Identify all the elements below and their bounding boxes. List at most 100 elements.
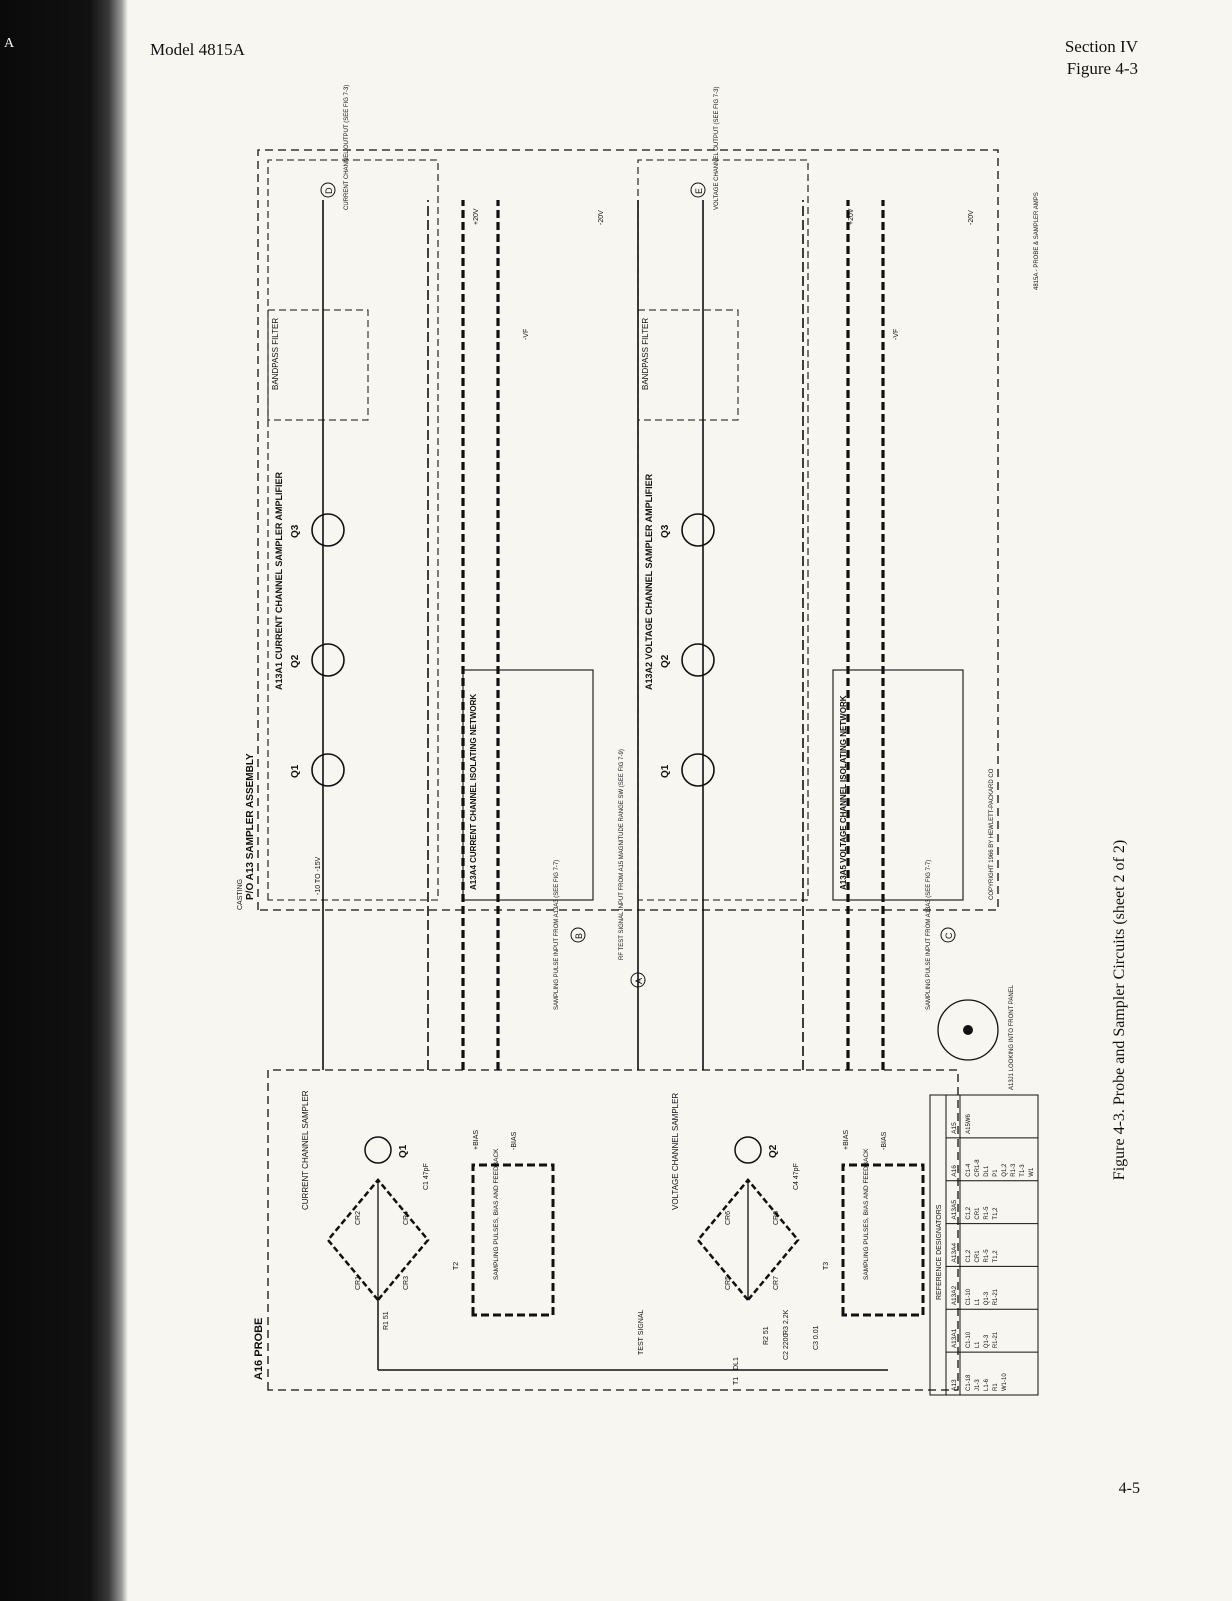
cr1-label: CR1 xyxy=(355,1276,362,1290)
output-d: D CURRENT CHANNEL OUTPUT (SEE FIG 7-3) xyxy=(320,85,350,210)
output-d-label: CURRENT CHANNEL OUTPUT (SEE FIG 7-3) xyxy=(344,85,350,210)
ref-table-header: A13A5 xyxy=(951,1200,958,1220)
probe-q1-symbol xyxy=(364,1136,392,1164)
ref-table-cell: Q1-3 xyxy=(984,1334,990,1348)
a13a2-q3-symbol xyxy=(681,513,715,547)
ref-table-cell: W1 xyxy=(1029,1167,1035,1177)
output-e-label: VOLTAGE CHANNEL OUTPUT (SEE FIG 7-3) xyxy=(714,87,720,210)
cr4-label: CR4 xyxy=(403,1211,410,1225)
input-b-letter: B xyxy=(574,933,584,939)
ref-table-cell: A15W6 xyxy=(966,1114,972,1134)
ref-table-title: REFERENCE DESIGNATORS xyxy=(936,1204,943,1300)
a13a1-title: A13A1 CURRENT CHANNEL SAMPLER AMPLIFIER xyxy=(274,471,284,690)
probe-r3-label: R3 2.2K xyxy=(783,1309,790,1335)
cr5-label: CR5 xyxy=(725,1276,732,1290)
assembly-box xyxy=(257,149,999,911)
input-a-letter: A xyxy=(634,978,644,984)
a13j1-connector: A13J1 LOOKING INTO FRONT PANEL xyxy=(937,984,1015,1090)
a13a2-q2-label: Q2 xyxy=(660,654,671,668)
input-b-label: SAMPLING PULSE INPUT FROM A13A3 (SEE FIG… xyxy=(554,860,560,1010)
ref-table-cell: P1 xyxy=(993,1169,999,1177)
bias-minus-label-2: -BIAS xyxy=(881,1131,888,1150)
edge-letter: A xyxy=(4,36,15,51)
voltage-sampler-bridge: CR5 CR6 CR7 CR8 VOLTAGE CHANNEL SAMPLER xyxy=(671,1093,800,1302)
ref-table-cell: Q1,2 xyxy=(1002,1163,1008,1177)
ref-table-cell: R1-21 xyxy=(993,1331,999,1348)
figure-label: Figure 4-3 xyxy=(1066,59,1138,78)
ref-table-cell: C1-18 xyxy=(966,1374,972,1391)
probe-q2-label: Q2 xyxy=(768,1144,779,1158)
cr6-label: CR6 xyxy=(725,1211,732,1225)
a13a1-range-label: -10 TO -15V xyxy=(315,856,322,895)
probe-r1-label: R1 51 xyxy=(383,1311,390,1330)
ref-table-cell: L1 xyxy=(975,1298,981,1305)
a13a1-q1-symbol xyxy=(311,753,345,787)
ref-table-cell: T1,2 xyxy=(993,1207,999,1220)
test-signal-label: TEST SIGNAL xyxy=(638,1310,645,1355)
output-e: E VOLTAGE CHANNEL OUTPUT (SEE FIG 7-3) xyxy=(690,87,720,210)
ref-table: REFERENCE DESIGNATORS A13A13A1A13A2A13A4… xyxy=(929,1094,1039,1396)
a13a4-box xyxy=(462,669,594,901)
ref-table-cell: C1-10 xyxy=(966,1331,972,1348)
bias-minus-label-1: -BIAS xyxy=(511,1131,518,1150)
probe-title: A16 PROBE xyxy=(253,1318,265,1380)
ref-table-cell: R1 xyxy=(993,1383,999,1391)
a13a2-q2-symbol xyxy=(681,643,715,677)
a13a1-q1-label: Q1 xyxy=(290,764,301,778)
copyright-text: COPYRIGHT 1966 BY HEWLETT-PACKARD CO xyxy=(989,768,995,900)
ref-table-header: A13A1 xyxy=(951,1328,958,1348)
probe-c3-label: C3 0.01 xyxy=(813,1325,820,1350)
input-a: A RF TEST SIGNAL INPUT FROM A15 MAGNITUD… xyxy=(619,749,646,988)
probe-dl1-label: DL1 xyxy=(733,1357,740,1370)
a13j1-label: A13J1 LOOKING INTO FRONT PANEL xyxy=(1009,984,1015,1090)
a13a1-q3-symbol xyxy=(311,513,345,547)
ref-table-cell: C1,2 xyxy=(966,1249,972,1262)
input-c: C SAMPLING PULSE INPUT FROM A13A3 (SEE F… xyxy=(926,860,956,1010)
probe-c4-label: C4 47pF xyxy=(793,1163,800,1190)
input-a-label: RF TEST SIGNAL INPUT FROM A15 MAGNITUDE … xyxy=(619,749,625,960)
cr7-label: CR7 xyxy=(773,1276,780,1290)
ref-table-cell: DL1 xyxy=(984,1165,990,1177)
ref-table-cell: L1 xyxy=(975,1341,981,1348)
sampling-pulses-label-1: SAMPLING PULSES, BIAS AND FEEDBACK xyxy=(493,1148,500,1280)
ref-table-cell: C1,2 xyxy=(966,1206,972,1219)
figure-caption: Figure 4-3. Probe and Sampler Circuits (… xyxy=(1111,839,1128,1181)
ref-table-cells: A13A13A1A13A2A13A4A13A5A16A15C1-18C1-10C… xyxy=(946,1114,1038,1391)
cr2-label: CR2 xyxy=(355,1211,362,1225)
a13a4-title: A13A4 CURRENT CHANNEL ISOLATING NETWORK xyxy=(469,694,478,890)
ref-table-cell: CR1 xyxy=(975,1207,981,1220)
a13a1-bandpass-label: BANDPASS FILTER xyxy=(271,318,280,390)
a13a2-title: A13A2 VOLTAGE CHANNEL SAMPLER AMPLIFIER xyxy=(644,473,654,690)
probe-r2-label: R2 51 xyxy=(763,1326,770,1345)
probe-feedback-block-1 xyxy=(471,1163,555,1317)
a13a2-box xyxy=(637,159,809,901)
bias-plus-label-1: +BIAS xyxy=(473,1130,480,1150)
ref-table-cell: CR1-8 xyxy=(975,1159,981,1177)
a13a2-q1-symbol xyxy=(681,753,715,787)
ref-table-header: A16 xyxy=(951,1165,958,1177)
ref-table-cell: T1,2 xyxy=(993,1250,999,1263)
section-label: Section IV xyxy=(1064,37,1138,56)
probe-c1-label: C1 47pF xyxy=(423,1163,430,1190)
casting-label: CASTING xyxy=(237,879,244,910)
neg20-label-1: -20V xyxy=(598,210,605,225)
assembly-title: P/O A13 SAMPLER ASSEMBLY xyxy=(245,753,256,900)
neg-vf-label-1: -VF xyxy=(523,329,530,340)
probe-q1-label: Q1 xyxy=(398,1144,409,1158)
probe-t3-label: T3 xyxy=(823,1262,830,1270)
ref-table-cell: R1-5 xyxy=(984,1206,990,1220)
a13a1-q2-label: Q2 xyxy=(290,654,301,668)
current-sampler-bridge: CR1 CR2 CR3 CR4 CURRENT CHANNEL SAMPLER xyxy=(301,1090,430,1302)
ref-table-cell: R1-3 xyxy=(1011,1163,1017,1177)
ref-table-cell: R1-5 xyxy=(984,1249,990,1263)
input-c-letter: C xyxy=(944,932,954,939)
a13a5-title: A13A5 VOLTAGE CHANNEL ISOLATING NETWORK xyxy=(839,695,848,890)
probe-t1-label: T1 xyxy=(733,1377,740,1385)
cable-bundle xyxy=(322,200,888,1371)
a13a2-q1-label: Q1 xyxy=(660,764,671,778)
a13a1-box xyxy=(267,159,439,901)
ref-table-cell: Q1-3 xyxy=(984,1291,990,1305)
output-e-letter: E xyxy=(694,188,704,194)
probe-feedback-block-2 xyxy=(841,1163,925,1317)
